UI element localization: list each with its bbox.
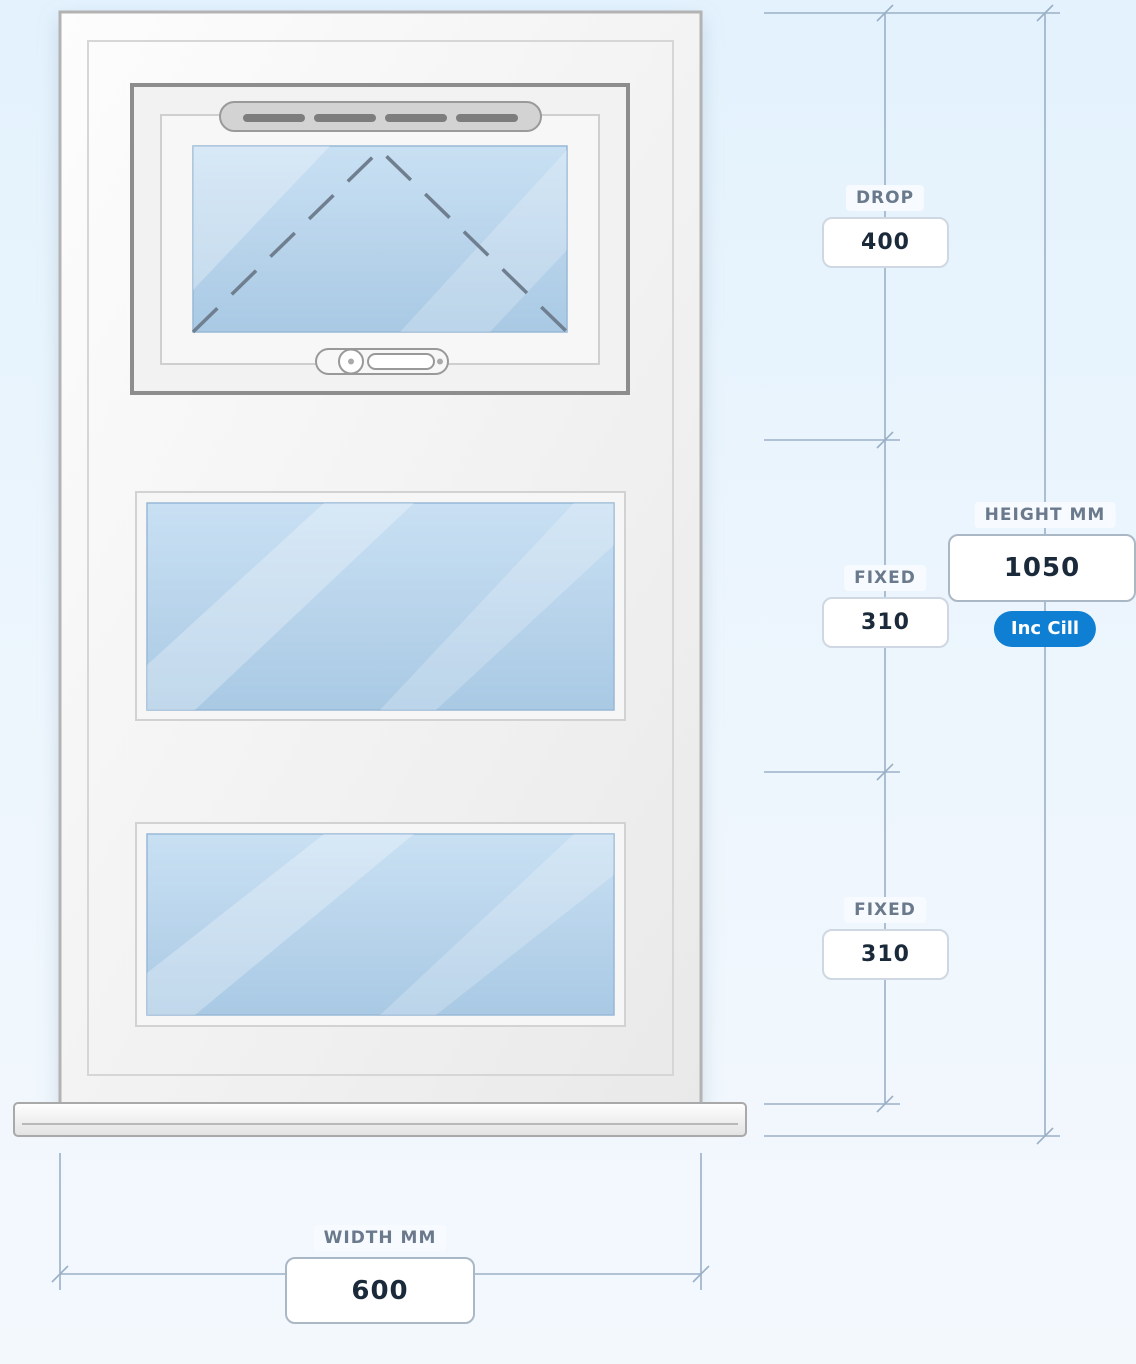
opening-direction-indicator [191, 147, 569, 334]
fixed-pane-glass [146, 502, 615, 711]
frame-inner-rebate [87, 40, 674, 1076]
fixed-pane-1-label: FIXED [844, 565, 926, 591]
drop-label: DROP [845, 185, 925, 211]
width-label: WIDTH MM [313, 1225, 447, 1251]
fixed-pane-2-height-input[interactable] [822, 929, 949, 980]
fixed-pane-glass [146, 833, 615, 1016]
top-hung-sash[interactable] [130, 83, 630, 395]
trickle-vent-icon [219, 101, 542, 132]
sash-glass [192, 145, 568, 333]
height-label: HEIGHT MM [974, 502, 1116, 528]
glass-reflection [147, 834, 414, 1015]
width-input[interactable] [285, 1257, 475, 1324]
fixed-pane-2 [135, 822, 626, 1027]
glass-reflection [380, 834, 614, 1015]
glass-reflection [380, 503, 614, 710]
glass-reflection [147, 503, 414, 710]
window-handle-icon[interactable] [315, 348, 449, 375]
fixed-pane-1 [135, 491, 626, 721]
window-sill [13, 1102, 747, 1137]
fixed-pane-2-label: FIXED [844, 897, 926, 923]
fixed-pane-1-height-input[interactable] [822, 597, 949, 648]
glass-reflection [193, 146, 330, 290]
height-input[interactable] [948, 534, 1136, 602]
glass-reflection [400, 150, 567, 332]
inc-cill-badge: Inc Cill [993, 611, 1097, 647]
drop-height-input[interactable] [822, 217, 949, 268]
